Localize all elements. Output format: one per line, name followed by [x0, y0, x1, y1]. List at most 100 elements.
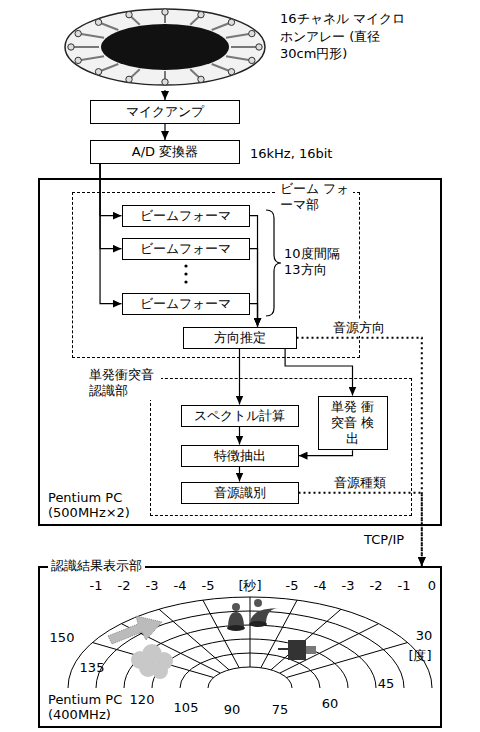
sound-cloud-icon — [152, 663, 168, 679]
annotation-label: -4 — [314, 578, 327, 594]
process-box: ビームフォーマ — [122, 205, 250, 227]
microphone — [228, 69, 234, 75]
microphone — [198, 76, 204, 82]
annotation-label: -4 — [174, 578, 187, 594]
connector — [297, 338, 422, 566]
connector — [299, 493, 422, 566]
node-text: 音源識別 — [214, 485, 266, 501]
connector — [250, 304, 258, 327]
annotation-label: -3 — [342, 578, 355, 594]
microphone-array: 16チャネル マイクロホンアレー (直径30cm円形) — [60, 4, 270, 90]
microphone-arm — [71, 46, 99, 48]
ellipsis-dot — [184, 280, 187, 283]
ellipsis-dot — [184, 264, 187, 267]
direction-ray — [250, 597, 251, 667]
microphone — [162, 9, 168, 15]
sound-arrow-icon — [108, 616, 162, 644]
connector — [164, 124, 165, 140]
process-box: A/D 変換器 — [90, 140, 240, 164]
process-box: ビームフォーマ — [122, 238, 250, 260]
connector — [239, 467, 240, 482]
node-text: ビームフォーマ — [140, 208, 231, 224]
node-text: ビーム フォーマ部 — [277, 181, 353, 214]
array-ring — [65, 9, 265, 85]
process-box: 単発 衝突音 検出 — [318, 396, 388, 451]
object-icon — [278, 648, 288, 650]
annotation-label: 75 — [272, 702, 289, 718]
annotation-label: -2 — [370, 578, 383, 594]
annotation-label: 90 — [224, 702, 241, 718]
microphone — [95, 69, 101, 75]
connector — [100, 164, 121, 249]
microphone-arm — [78, 34, 104, 38]
microphone — [228, 19, 234, 25]
annotation-label: 10度間隔 13方向 — [284, 246, 356, 279]
direction-ray — [271, 609, 341, 670]
connector — [100, 164, 121, 304]
signal-label: 音源種類 — [332, 475, 388, 491]
annotation-label: [度] — [408, 648, 431, 664]
microphone — [249, 57, 255, 63]
microphone — [162, 79, 168, 85]
process-box: 音源識別 — [181, 482, 299, 504]
microphone-arm — [78, 56, 104, 60]
bell-icon — [249, 621, 267, 627]
process-box: マイクアンプ — [90, 100, 240, 124]
annotation-label: TCP/IP — [364, 532, 404, 548]
process-box: 特徴抽出 — [181, 445, 299, 467]
microphone — [256, 44, 262, 50]
time-arc — [68, 597, 432, 688]
microphone-arm — [226, 34, 252, 38]
process-box: ビームフォーマ — [122, 293, 250, 315]
connector — [250, 249, 258, 327]
connector — [164, 90, 165, 100]
annotation-label: -1 — [90, 578, 103, 594]
brace — [266, 210, 281, 316]
node-text: 単発 衝突音 検出 — [328, 399, 378, 448]
bell-icon — [254, 599, 262, 607]
signal-label: 音源方向 — [331, 320, 387, 336]
node-text: 単発衝突音 認識部 — [87, 367, 161, 400]
microphone-arm — [226, 56, 252, 60]
annotation-label: 120 — [130, 692, 155, 708]
microphone — [75, 30, 81, 36]
annotation-label: 16kHz, 16bit — [250, 146, 332, 162]
object-icon — [306, 646, 316, 654]
node-text: マイクアンプ — [126, 104, 204, 120]
microphone — [68, 44, 74, 50]
annotation-label: -3 — [146, 578, 159, 594]
annotation-label: [秒] — [238, 578, 261, 594]
annotation-label: -5 — [202, 578, 215, 594]
connector — [299, 450, 353, 455]
node-text: スペクトル計算 — [194, 408, 285, 424]
array-center — [101, 24, 229, 70]
process-box: 方向推定 — [183, 327, 297, 349]
annotation-label: -5 — [286, 578, 299, 594]
array-caption: 16チャネル マイクロホンアレー (直径30cm円形) — [280, 10, 408, 63]
connector — [250, 216, 258, 327]
bell-icon — [232, 603, 240, 611]
direction-ray — [203, 600, 239, 668]
microphone — [126, 11, 132, 17]
object-icon — [288, 640, 306, 660]
ellipsis-dot — [184, 272, 187, 275]
node-text: ビームフォーマ — [140, 241, 231, 257]
annotation-label: 105 — [174, 700, 199, 716]
process-box: スペクトル計算 — [181, 405, 299, 427]
connector — [100, 164, 121, 216]
microphone — [126, 76, 132, 82]
annotation-label: 0 — [428, 578, 436, 594]
node-text: Pentium PC (500MHz×2) — [48, 490, 148, 520]
connector — [285, 349, 352, 396]
annotation-label: -2 — [118, 578, 131, 594]
microphone-arm — [231, 46, 259, 48]
annotation-label: 135 — [80, 660, 105, 676]
node-text: 特徴抽出 — [214, 448, 266, 464]
annotation-label: 30 — [416, 628, 433, 644]
time-arc — [208, 667, 292, 688]
node-text: A/D 変換器 — [132, 144, 198, 160]
node-text: ビームフォーマ — [140, 296, 231, 312]
